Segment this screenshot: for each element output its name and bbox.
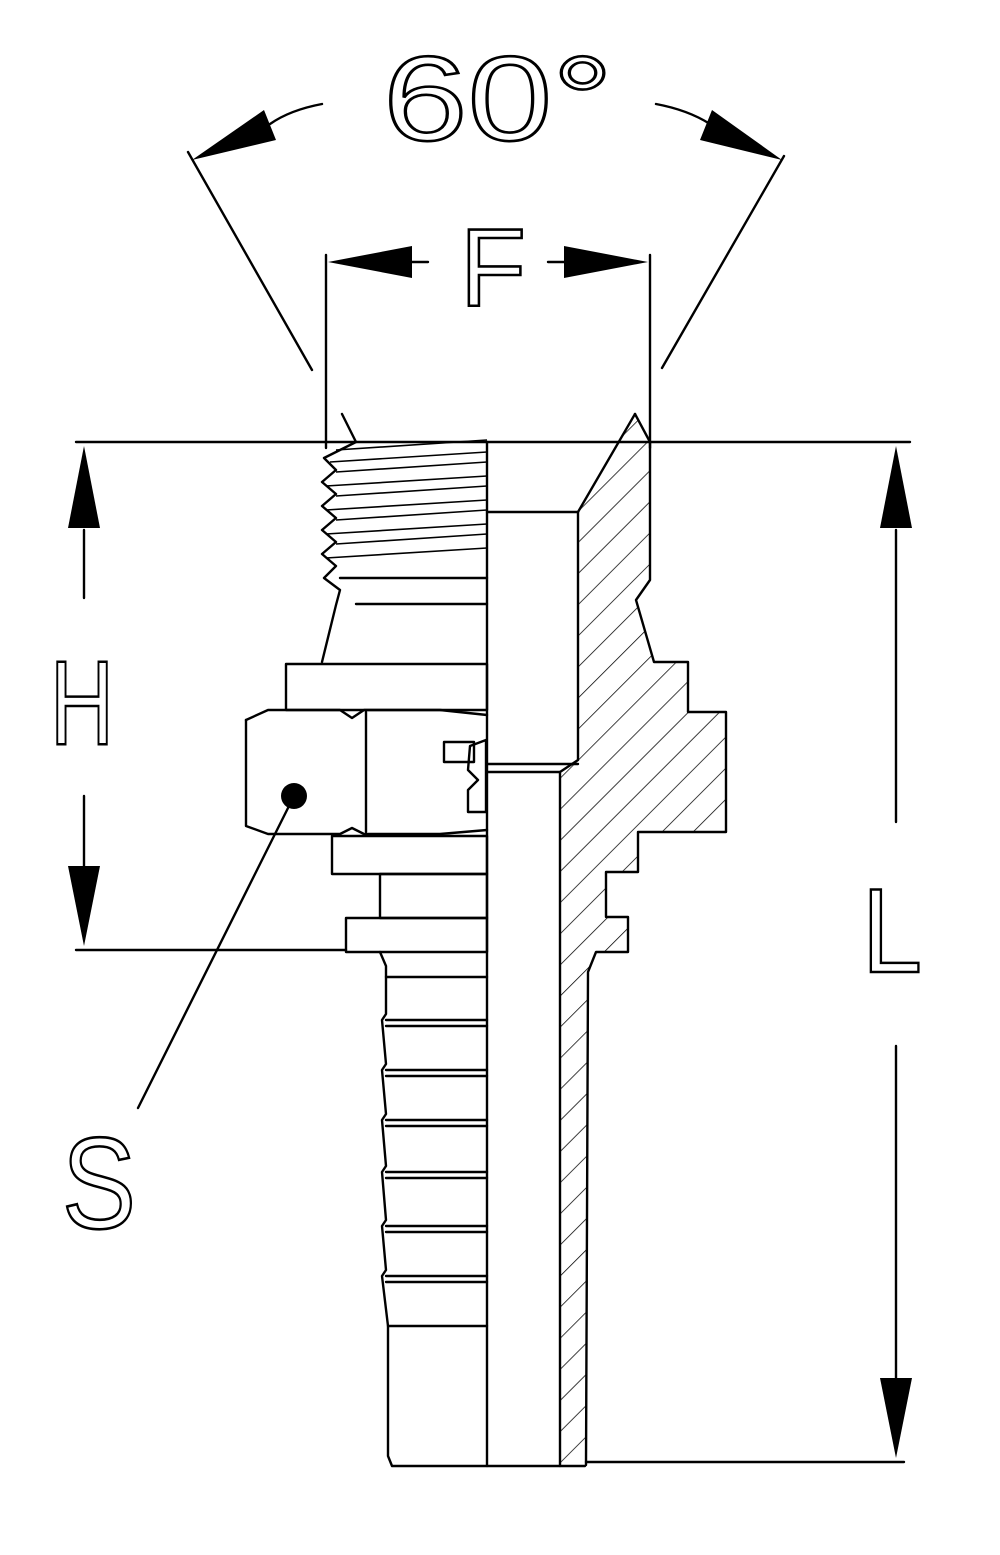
thread-dimension (324, 246, 652, 450)
hex-height-dimension (68, 440, 912, 952)
thread-dim-label: F (460, 207, 526, 330)
fitting-body (244, 412, 728, 1468)
length-dimension (584, 446, 912, 1464)
angle-dimension (186, 102, 786, 372)
section-hatching (560, 414, 726, 1465)
hex-height-label: H (50, 636, 114, 770)
length-label: L (862, 864, 922, 998)
angle-label: 60° (383, 32, 613, 166)
hex-size-label: S (62, 1110, 136, 1256)
hex-size-leader (136, 783, 307, 1110)
